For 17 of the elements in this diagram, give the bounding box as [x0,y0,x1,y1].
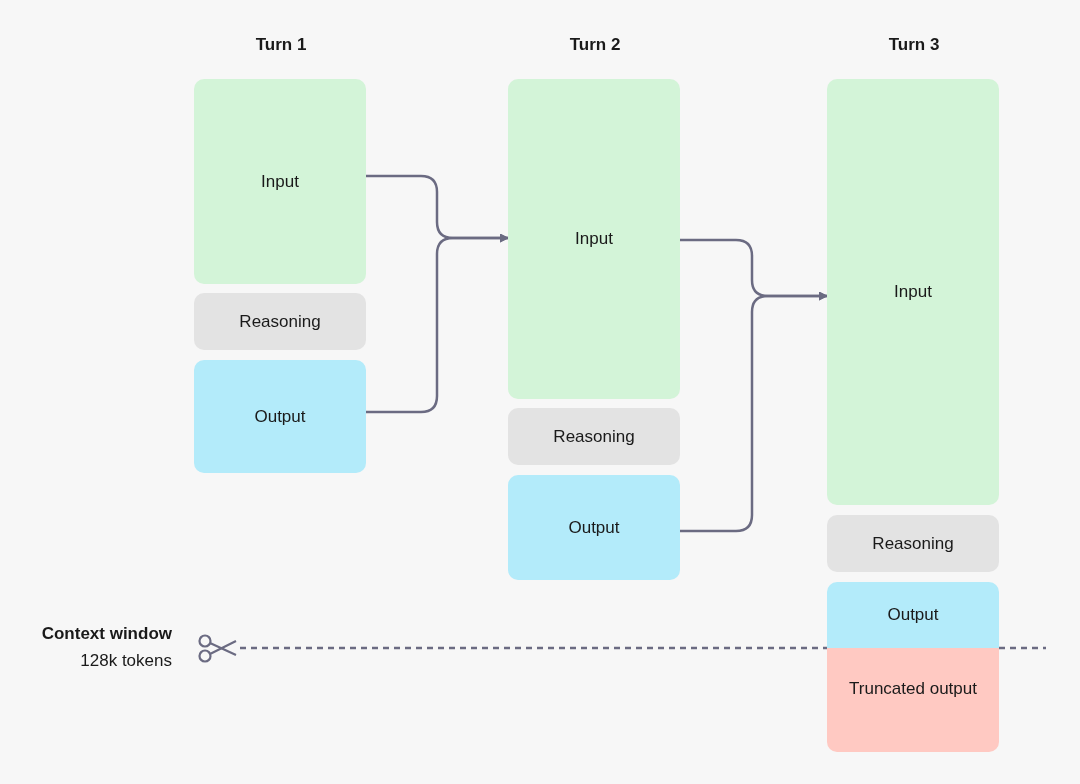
arrow [680,291,828,533]
output-block: Output [827,582,999,648]
input-block: Input [827,79,999,505]
output-block: Output [194,360,366,473]
truncated-output-block: Truncated output [827,648,999,752]
turn-heading: Turn 2 [568,35,622,55]
arrow [366,233,509,414]
reasoning-block: Reasoning [827,515,999,572]
reasoning-block: Reasoning [508,408,680,465]
input-block: Input [508,79,680,399]
token-limit-label: 128k tokens [80,651,172,671]
reasoning-block: Reasoning [194,293,366,350]
turn-heading: Turn 3 [887,35,941,55]
context-window-label: Context window [41,624,172,644]
output-block: Output [508,475,680,580]
turn-heading: Turn 1 [254,35,308,55]
input-block: Input [194,79,366,284]
